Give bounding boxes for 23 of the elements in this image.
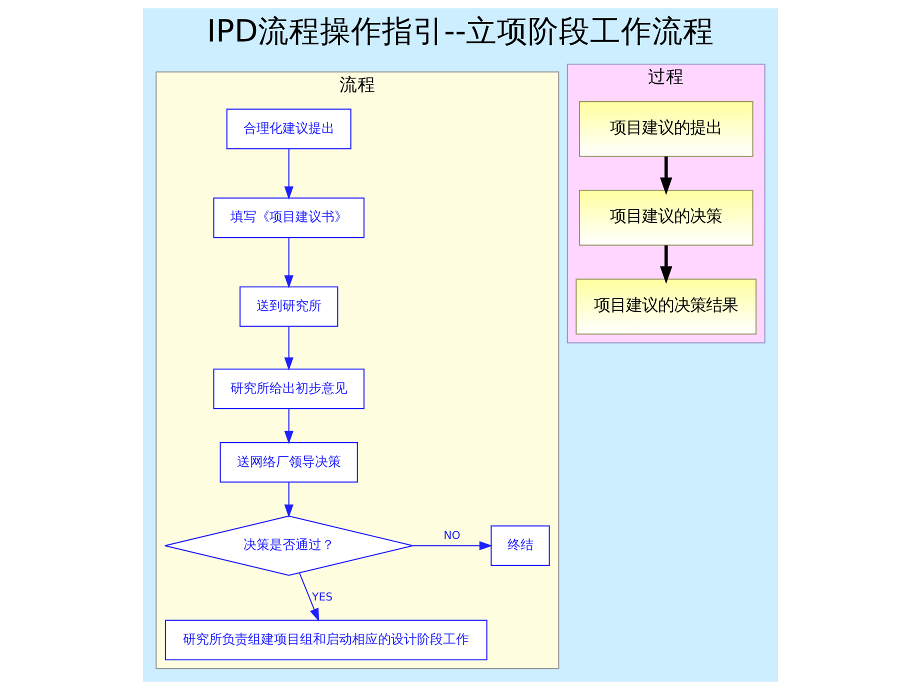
diagram-title: IPD流程操作指引--立项阶段工作流程: [206, 14, 714, 50]
node-box: 终结: [490, 525, 550, 566]
arrow: [284, 482, 293, 518]
arrow: [284, 148, 293, 200]
arrow: [298, 572, 319, 622]
node-diamond: 决策是否通过？: [164, 516, 413, 576]
node-box: 送网络厂领导决策: [219, 442, 358, 483]
arrow: [284, 238, 293, 288]
node-box: 合理化建议提出: [226, 108, 351, 150]
edge-label: YES: [312, 590, 332, 604]
node-box: 项目建议的决策结果: [575, 278, 756, 335]
node-box: 研究所负责组建项目组和启动相应的设计阶段工作: [164, 620, 487, 660]
node-box: 填写《项目建议书》: [212, 198, 364, 238]
arrow: [412, 541, 492, 550]
arrow: [284, 408, 293, 444]
node-box: 送到研究所: [239, 286, 338, 327]
edge-label: NO: [443, 529, 460, 542]
arrow: [659, 156, 672, 196]
node-box: 项目建议的决策: [578, 190, 753, 246]
node-box: 项目建议的提出: [578, 100, 753, 157]
node-box: 研究所给出初步意见: [212, 368, 364, 410]
arrow: [284, 326, 293, 371]
arrow: [659, 245, 672, 284]
